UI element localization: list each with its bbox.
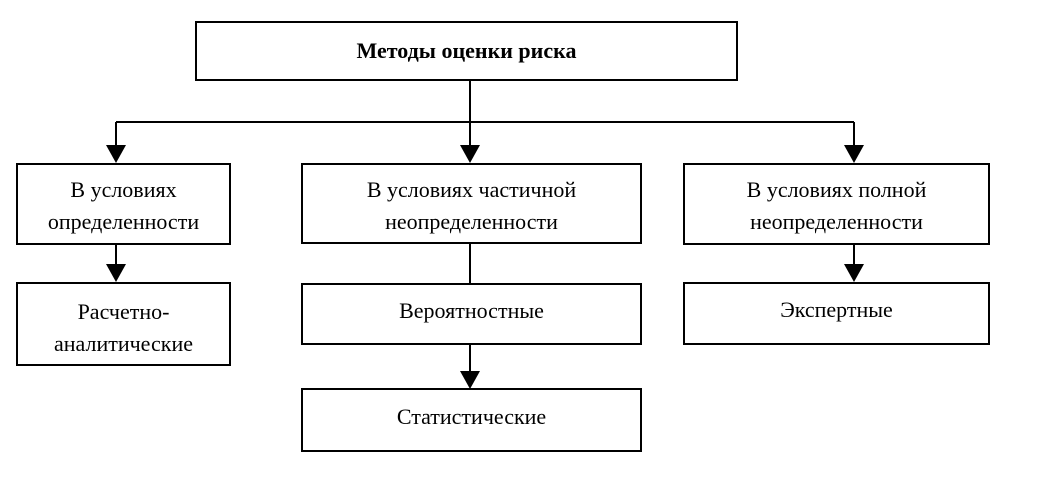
arrowhead-expert [844, 264, 864, 282]
arrowhead-full [844, 145, 864, 163]
category-certainty-node: В условиях определенности [16, 163, 231, 245]
category-partial-line-1: В условиях частичной [366, 177, 577, 202]
method-analytical-node: Расчетно- аналитические [16, 282, 231, 366]
arrowhead-certainty [106, 145, 126, 163]
category-certainty-line-1: В условиях [70, 177, 177, 202]
method-statistical-node: Статистические [301, 388, 642, 452]
root-title: Методы оценки риска [356, 38, 577, 63]
arrowhead-statistical [460, 371, 480, 389]
arrowhead-analytical [106, 264, 126, 282]
category-full-node: В условиях полной неопределенности [683, 163, 990, 245]
root-node: Методы оценки риска [195, 21, 738, 81]
category-partial-line-2: неопределенности [385, 209, 558, 234]
arrowhead-partial [460, 145, 480, 163]
method-analytical-line-1: Расчетно- [77, 299, 170, 324]
method-analytical-line-2: аналитические [53, 331, 193, 356]
category-full-line-2: неопределенности [750, 209, 923, 234]
method-statistical-label: Статистические [396, 404, 547, 429]
category-partial-node: В условиях частичной неопределенности [301, 163, 642, 244]
method-expert-node: Экспертные [683, 282, 990, 345]
method-expert-label: Экспертные [780, 297, 893, 322]
method-probabilistic-label: Вероятностные [399, 298, 544, 323]
category-certainty-line-2: определенности [47, 209, 200, 234]
category-full-line-1: В условиях полной [746, 177, 927, 202]
method-probabilistic-node: Вероятностные [301, 283, 642, 345]
